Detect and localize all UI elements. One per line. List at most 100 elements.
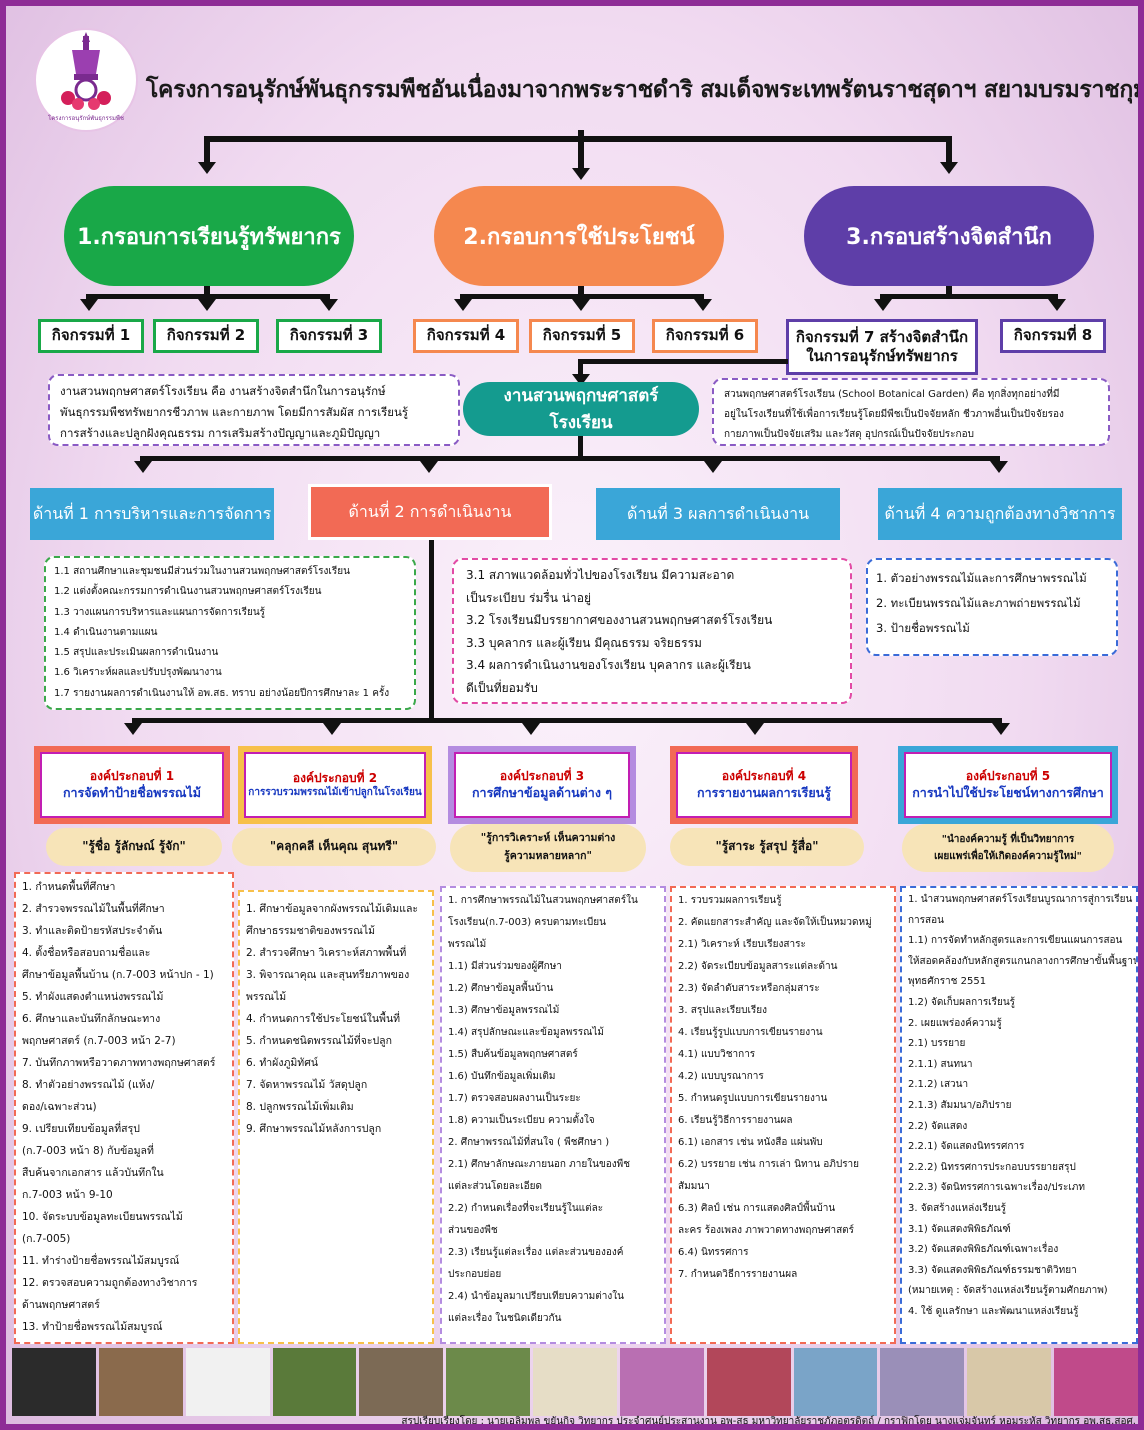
crown-logo-icon: โครงการอนุรักษ์พันธุกรรมพืช (48, 32, 124, 122)
step: 2. สำรวจพรรณไม้ในพื้นที่ศึกษา (22, 903, 165, 915)
logo-caption: โครงการอนุรักษ์พันธุกรรมพืช (48, 114, 124, 122)
step: พุทธศักราช 2551 (908, 976, 987, 988)
step: 12. ตรวจสอบความถูกต้องทางวิชาการ (22, 1277, 198, 1289)
step: 1.5) สืบค้นข้อมูลพฤกษศาสตร์ (448, 1049, 578, 1060)
step: 1. นำสวนพฤกษศาสตร์โรงเรียนบูรณาการสู่การ… (908, 894, 1133, 905)
step: สัมมนา (678, 1181, 710, 1192)
step: 3. จัดสร้างแหล่งเรียนรู้ (908, 1202, 1006, 1214)
aspect-item: 3.2 โรงเรียนมีบรรยากาศของงานสวนพฤกษศาสตร… (466, 613, 773, 627)
connector (880, 294, 1058, 299)
arrow-down-icon (572, 168, 590, 180)
step: 1.6) บันทึกข้อมูลเพิ่มเติม (448, 1071, 556, 1082)
activity-7-line-2: ในการอนุรักษ์ทรัพยากร (806, 347, 958, 365)
step: แต่ละเรื่อง ในชนิดเดียวกัน (448, 1313, 562, 1324)
motto-text: รู้ความหลายหลาก" (504, 850, 592, 862)
step: 6.2) บรรยาย เช่น การเล่า นิทาน อภิปราย (678, 1159, 860, 1170)
connector (578, 136, 584, 170)
aspect-item: 1.6 วิเคราะห์ผลและปรับปรุงพัฒนางาน (54, 667, 222, 679)
step: ให้สอดคล้องกับหลักสูตรแกนกลางการศึกษาขั้… (908, 955, 1138, 967)
step: 10. จัดระบบข้อมูลทะเบียนพรรณไม้ (22, 1211, 183, 1223)
step: 1. การศึกษาพรรณไม้ในสวนพฤกษศาสตร์ใน (448, 895, 638, 906)
aspect-item: 1.7 รายงานผลการดำเนินงานให้ อพ.สธ. ทราบ … (54, 687, 390, 699)
step: 1.1) มีส่วนร่วมของผู้ศึกษา (448, 961, 562, 972)
step: ก.7-003 หน้า 9-10 (22, 1189, 113, 1201)
arrow-down-icon (522, 723, 540, 735)
activity-5: กิจกรรมที่ 5 (529, 319, 635, 353)
framework-1: 1.กรอบการเรียนรู้ทรัพยากร (64, 186, 354, 286)
step: 8. ทำตัวอย่างพรรณไม้ (แห้ง/ (22, 1079, 155, 1091)
arrow-down-icon (80, 299, 98, 311)
aspect-item: 3.4 ผลการดำเนินงานของโรงเรียน บุคลากร แล… (466, 658, 751, 672)
aspect-item: 1.1 สถานศึกษาและชุมชนมีส่วนร่วมในงานสวนพ… (54, 566, 350, 577)
arrow-down-icon (454, 299, 472, 311)
connector (578, 359, 583, 377)
step: 2.1.2) เสวนา (908, 1079, 969, 1091)
step: 2.2.3) จัดนิทรรศการเฉพาะเรื่อง/ประเภท (908, 1182, 1085, 1194)
arrow-down-icon (694, 299, 712, 311)
component-name: การศึกษาข้อมูลด้านต่าง ๆ (471, 784, 612, 800)
photo (98, 1348, 183, 1416)
step: 3. พิจารณาคุณ และสุนทรียภาพของ (246, 969, 410, 981)
activity-3: กิจกรรมที่ 3 (276, 319, 382, 353)
arrow-down-icon (124, 723, 142, 735)
aspect-4-items: 1. ตัวอย่างพรรณไม้และการศึกษาพรรณไม้ 2. … (866, 558, 1118, 656)
aspect-item: 1.4 ดำเนินงานตามแผน (54, 626, 158, 638)
arrow-down-icon (323, 723, 341, 735)
step: 2. คัดแยกสาระสำคัญ และจัดให้เป็นหมวดหมู่ (678, 917, 872, 928)
framework-2: 2.กรอบการใช้ประโยชน์ (434, 186, 724, 286)
motto-text: "นำองค์ความรู้ ที่เป็นวิทยาการ (941, 834, 1075, 845)
step: 1.2) จัดเก็บผลการเรียนรู้ (908, 996, 1016, 1008)
component-name: การนำไปใช้ประโยชน์ทางการศึกษา (912, 784, 1104, 800)
step: 1.8) ความเป็นระเบียบ ความตั้งใจ (448, 1115, 595, 1126)
aspect-item: 1.3 วางแผนการบริหารและแผนการจัดการเรียนร… (54, 606, 266, 618)
arrow-down-icon (874, 299, 892, 311)
step: 4. เรียนรู้รูปแบบการเขียนรายงาน (678, 1027, 823, 1038)
step: 2.2) กำหนดเรื่องที่จะเรียนรู้ในแต่ละ (448, 1203, 604, 1214)
motto-text: "รู้สาระ รู้สรุป รู้สื่อ" (715, 839, 819, 854)
photo (967, 1348, 1052, 1416)
connector (946, 136, 952, 164)
step: 4. ใช้ ดูแลรักษา และพัฒนาแหล่งเรียนรู้ (908, 1305, 1079, 1317)
motto-text: "คลุกคลี เห็นคุณ สุนทรี" (269, 839, 399, 854)
connector (204, 286, 210, 298)
framework-3: 3.กรอบสร้างจิตสำนึก (804, 186, 1094, 286)
definition-line: พันธุกรรมพืชทรัพยากรชีวภาพ และกายภาพ โดย… (60, 405, 409, 419)
page-title: โครงการอนุรักษ์พันธุกรรมพืชอันเนื่องมาจา… (146, 77, 1138, 103)
step: 6.3) ศิลป์ เช่น การแสดงศิลป์พื้นบ้าน (678, 1203, 836, 1214)
photo (619, 1348, 704, 1416)
activity-8: กิจกรรมที่ 8 (1000, 319, 1106, 353)
step: 6. ศึกษาและบันทึกลักษณะทาง (22, 1013, 161, 1025)
step: (ก.7-003 หน้า 8) กับข้อมูลที่ (22, 1145, 154, 1157)
step: พฤกษศาสตร์ (ก.7-003 หน้า 2-7) (22, 1035, 176, 1047)
step: ละคร ร้องเพลง ภาพวาดทางพฤกษศาสตร์ (678, 1225, 855, 1236)
step: 11. ทำร่างป้ายชื่อพรรณไม้สมบูรณ์ (22, 1255, 180, 1267)
step: 4.1) แบบวิชาการ (678, 1049, 756, 1060)
step: 2.2) จัดแสดง (908, 1120, 968, 1132)
activity-6: กิจกรรมที่ 6 (652, 319, 758, 353)
arrow-down-icon (320, 299, 338, 311)
step: 2.1) บรรยาย (908, 1038, 966, 1050)
aspect-2: ด้านที่ 2 การดำเนินงาน (308, 484, 552, 540)
connector (946, 286, 952, 298)
component-number: องค์ประกอบที่ 1 (89, 769, 175, 784)
arrow-down-icon (990, 461, 1008, 473)
photo (880, 1348, 965, 1416)
step: สืบค้นจากเอกสาร แล้วบันทึกใน (22, 1167, 164, 1179)
photo (1054, 1348, 1138, 1416)
step: 2. ศึกษาพรรณไม้ที่สนใจ ( พืชศึกษา ) (448, 1137, 610, 1148)
step: 3.1) จัดแสดงพิพิธภัณฑ์ (908, 1223, 1011, 1235)
motto-2: "คลุกคลี เห็นคุณ สุนทรี" (232, 828, 436, 866)
aspect-item: เป็นระเบียบ ร่มรื่น น่าอยู่ (466, 590, 591, 605)
arrow-down-icon (1048, 299, 1066, 311)
activity-4: กิจกรรมที่ 4 (413, 319, 519, 353)
activity-1: กิจกรรมที่ 1 (38, 319, 144, 353)
step: 6. ทำผังภูมิทัศน์ (246, 1057, 319, 1069)
step: 1. ศึกษาข้อมูลจากผังพรรณไม้เดิมและ (246, 903, 419, 915)
step: 13. ทำป้ายชื่อพรรณไม้สมบูรณ์ (22, 1321, 163, 1333)
step: 2.3) เรียนรู้แต่ละเรื่อง แต่ละส่วนขององค… (448, 1247, 624, 1258)
